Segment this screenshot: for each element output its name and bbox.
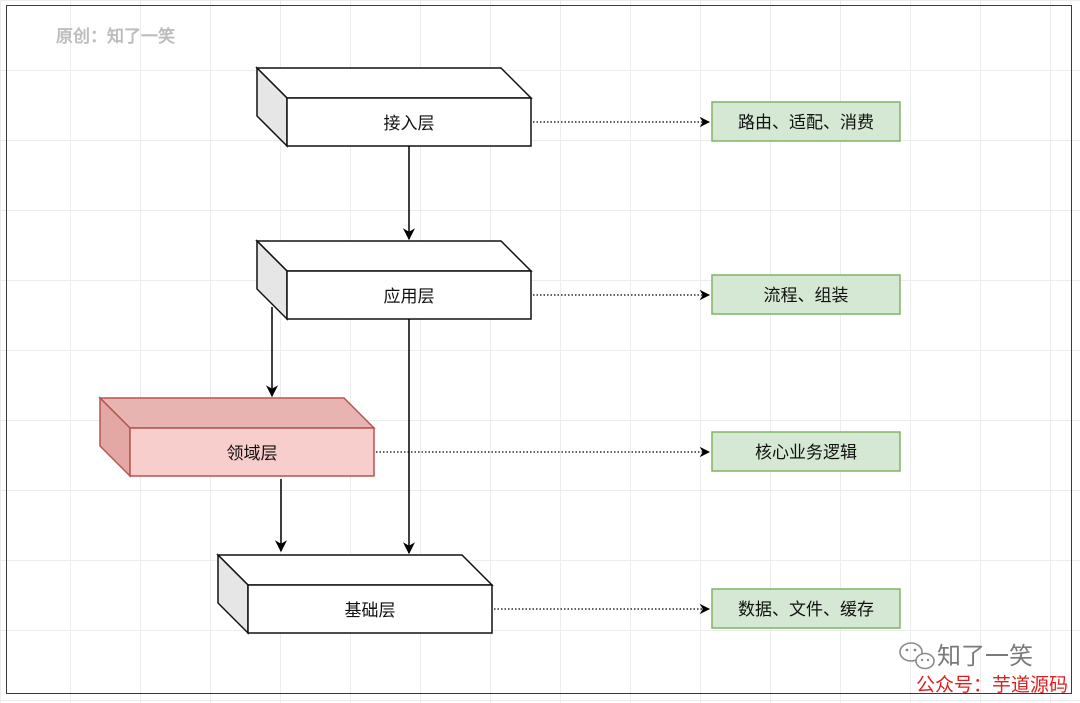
application-layer-label: 应用层 [384,287,435,307]
domain-layer-label: 领域层 [227,444,278,464]
domain-layer-block: 领域层 [98,396,376,478]
access-desc-label: 路由、适配、消费 [738,113,874,133]
watermark-account: 公众号：芋道源码 [916,674,1068,696]
domain-desc-label: 核心业务逻辑 [755,443,857,463]
infrastructure-layer-block: 基础层 [216,553,494,635]
infrastructure-desc-box: 数据、文件、缓存 [711,588,901,629]
infrastructure-desc-label: 数据、文件、缓存 [738,600,874,620]
credit-text: 原创：知了一笑 [56,26,175,47]
application-desc-label: 流程、组装 [764,286,849,306]
access-layer-label: 接入层 [384,114,435,134]
access-layer-block: 接入层 [255,66,533,148]
infrastructure-layer-label: 基础层 [345,601,396,621]
watermark-name: 知了一笑 [937,642,1033,670]
application-layer-block: 应用层 [255,239,533,321]
domain-desc-box: 核心业务逻辑 [711,431,901,472]
wechat-icon [899,642,935,670]
diagram-frame [6,5,1072,694]
access-desc-box: 路由、适配、消费 [711,101,901,142]
application-desc-box: 流程、组装 [711,274,901,315]
